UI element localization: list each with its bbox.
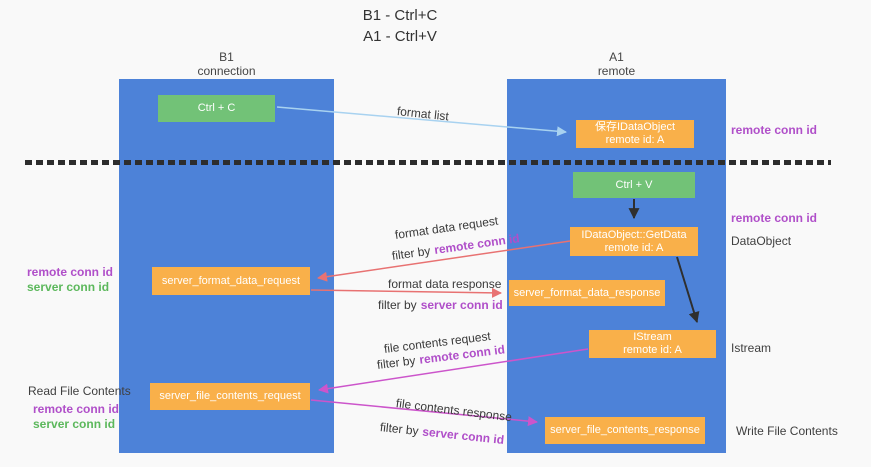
lane-b1-name: B1 — [219, 50, 234, 64]
lane-a1-name: A1 — [609, 50, 624, 64]
node-server-format-data-response: server_format_data_response — [509, 280, 665, 306]
side-label-left-server-conn-id-2: server conn id — [33, 417, 116, 431]
side-label-read-file-contents: Read File Contents — [28, 384, 131, 398]
side-label-dataobject: DataObject — [731, 234, 792, 248]
side-label-left-remote-conn-id-2: remote conn id — [33, 402, 120, 416]
lane-header-a1: A1 remote — [507, 50, 726, 78]
server-conn-id-text: server conn id — [421, 424, 505, 447]
diagram-title: B1 - Ctrl+C A1 - Ctrl+V — [290, 5, 510, 47]
node-getdata-line2: remote id: A — [604, 241, 664, 254]
node-server-file-contents-response-label: server_file_contents_response — [550, 424, 700, 436]
node-ctrl-v-label: Ctrl + V — [615, 178, 653, 191]
node-idataobject-getdata: IDataObject::GetData remote id: A — [570, 227, 698, 256]
node-ctrl-c-label: Ctrl + C — [197, 102, 236, 114]
node-save-idataobject-line1: 保存IDataObject — [594, 121, 676, 133]
lane-a1-subtitle: remote — [597, 64, 636, 78]
lane-header-b1: B1 connection — [119, 50, 334, 78]
edge-label-file-contents-response: file contents response — [395, 396, 513, 425]
lane-b1-subtitle: connection — [197, 64, 256, 78]
node-server-format-data-request-label: server_format_data_request — [161, 274, 301, 287]
node-ctrl-v: Ctrl + V — [573, 172, 695, 198]
node-istream-line1: IStream — [633, 331, 672, 343]
node-istream: IStream remote id: A — [589, 330, 716, 358]
filter-by-text: filter by — [379, 420, 420, 439]
node-server-file-contents-request-label: server_file_contents_request — [159, 390, 301, 402]
dashed-divider-line — [25, 160, 831, 165]
node-getdata-line1: IDataObject::GetData — [581, 228, 687, 241]
node-ctrl-c: Ctrl + C — [158, 95, 275, 122]
title-line-2: A1 - Ctrl+V — [363, 28, 437, 45]
server-conn-id-text: server conn id — [420, 298, 503, 312]
filter-by-text: filter by — [391, 243, 432, 263]
edge-label-format-data-response: format data response — [388, 277, 502, 291]
node-server-file-contents-response: server_file_contents_response — [545, 417, 705, 444]
title-line-1: B1 - Ctrl+C — [362, 7, 438, 24]
side-label-left-server-conn-id-1: server conn id — [27, 280, 110, 294]
filter-by-text: filter by — [376, 353, 417, 372]
node-server-format-data-request: server_format_data_request — [152, 267, 310, 295]
node-server-format-data-response-label: server_format_data_response — [513, 286, 661, 299]
node-save-idataobject: 保存IDataObject remote id: A — [576, 120, 694, 148]
side-label-remote-conn-id-top: remote conn id — [731, 123, 818, 137]
node-save-idataobject-line2: remote id: A — [605, 134, 665, 146]
side-label-left-remote-conn-id-1: remote conn id — [27, 265, 114, 279]
node-istream-line2: remote id: A — [623, 344, 682, 356]
filter-by-text: filter by — [378, 298, 417, 312]
side-label-write-file-contents: Write File Contents — [736, 424, 838, 438]
side-label-istream: Istream — [731, 341, 772, 355]
node-server-file-contents-request: server_file_contents_request — [150, 383, 310, 410]
edge-label-format-list: format list — [396, 104, 450, 124]
side-label-remote-conn-id-mid: remote conn id — [731, 211, 818, 225]
